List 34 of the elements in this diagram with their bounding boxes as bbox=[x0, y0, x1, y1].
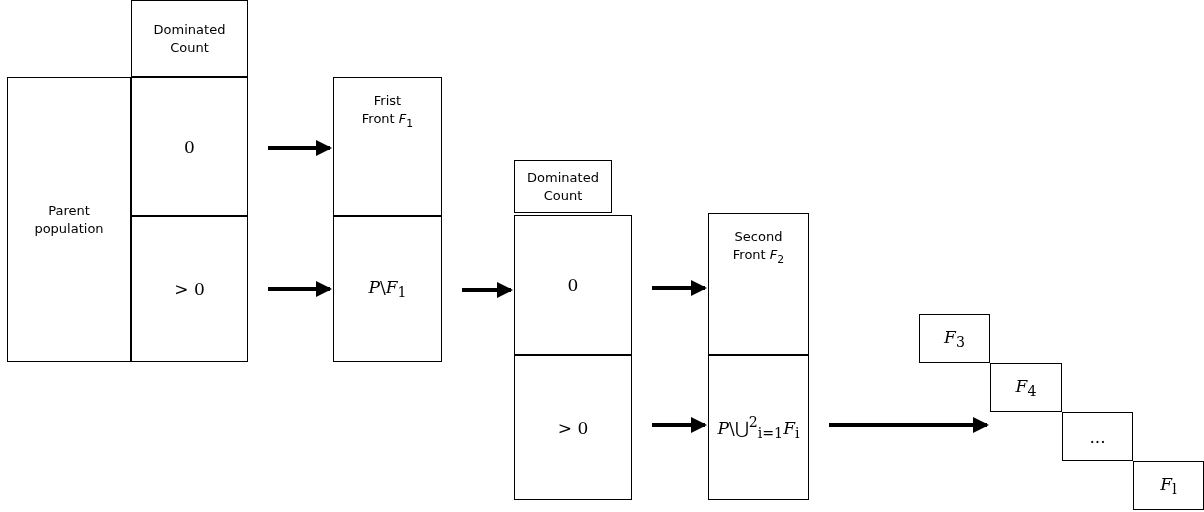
box-label: Parent population bbox=[33, 201, 105, 238]
population-box bbox=[7, 77, 131, 362]
math-label: > 0 bbox=[557, 417, 589, 438]
arrow bbox=[462, 282, 513, 298]
front-box bbox=[1133, 461, 1204, 510]
math-label: P\F$_{1}$ bbox=[368, 277, 407, 301]
arrow bbox=[652, 417, 707, 433]
front-box bbox=[708, 213, 809, 355]
box-label: Frist Front F$_{1}$ bbox=[360, 92, 415, 131]
math-label: 0 bbox=[184, 136, 195, 157]
box-label: Second Front F$_{2}$ bbox=[731, 228, 786, 267]
count-cell bbox=[131, 77, 248, 216]
math-label: 0 bbox=[567, 275, 579, 295]
box-label: Dominated Count bbox=[526, 168, 600, 205]
front-box bbox=[919, 314, 990, 363]
box-label: Dominated Count bbox=[152, 20, 227, 57]
math-label: F$_{3}$ bbox=[944, 326, 965, 351]
math-label: P\⋃$^{2}$$_{i=1}$F$_{i}$ bbox=[717, 413, 800, 441]
math-label: F$_{4}$ bbox=[1015, 375, 1037, 400]
front-box bbox=[333, 77, 442, 216]
arrow bbox=[268, 140, 332, 156]
arrow bbox=[652, 280, 707, 296]
count-cell bbox=[514, 215, 632, 355]
column-header bbox=[514, 160, 612, 213]
count-cell bbox=[514, 355, 632, 500]
math-label: ... bbox=[1089, 426, 1106, 447]
column-header bbox=[131, 0, 248, 77]
math-label: F$_{l}$ bbox=[1160, 473, 1177, 498]
arrow bbox=[268, 281, 332, 297]
math-label: > 0 bbox=[174, 279, 205, 299]
front-box bbox=[990, 363, 1062, 412]
front-box bbox=[1062, 412, 1133, 461]
count-cell bbox=[131, 216, 248, 362]
arrow bbox=[829, 417, 989, 433]
